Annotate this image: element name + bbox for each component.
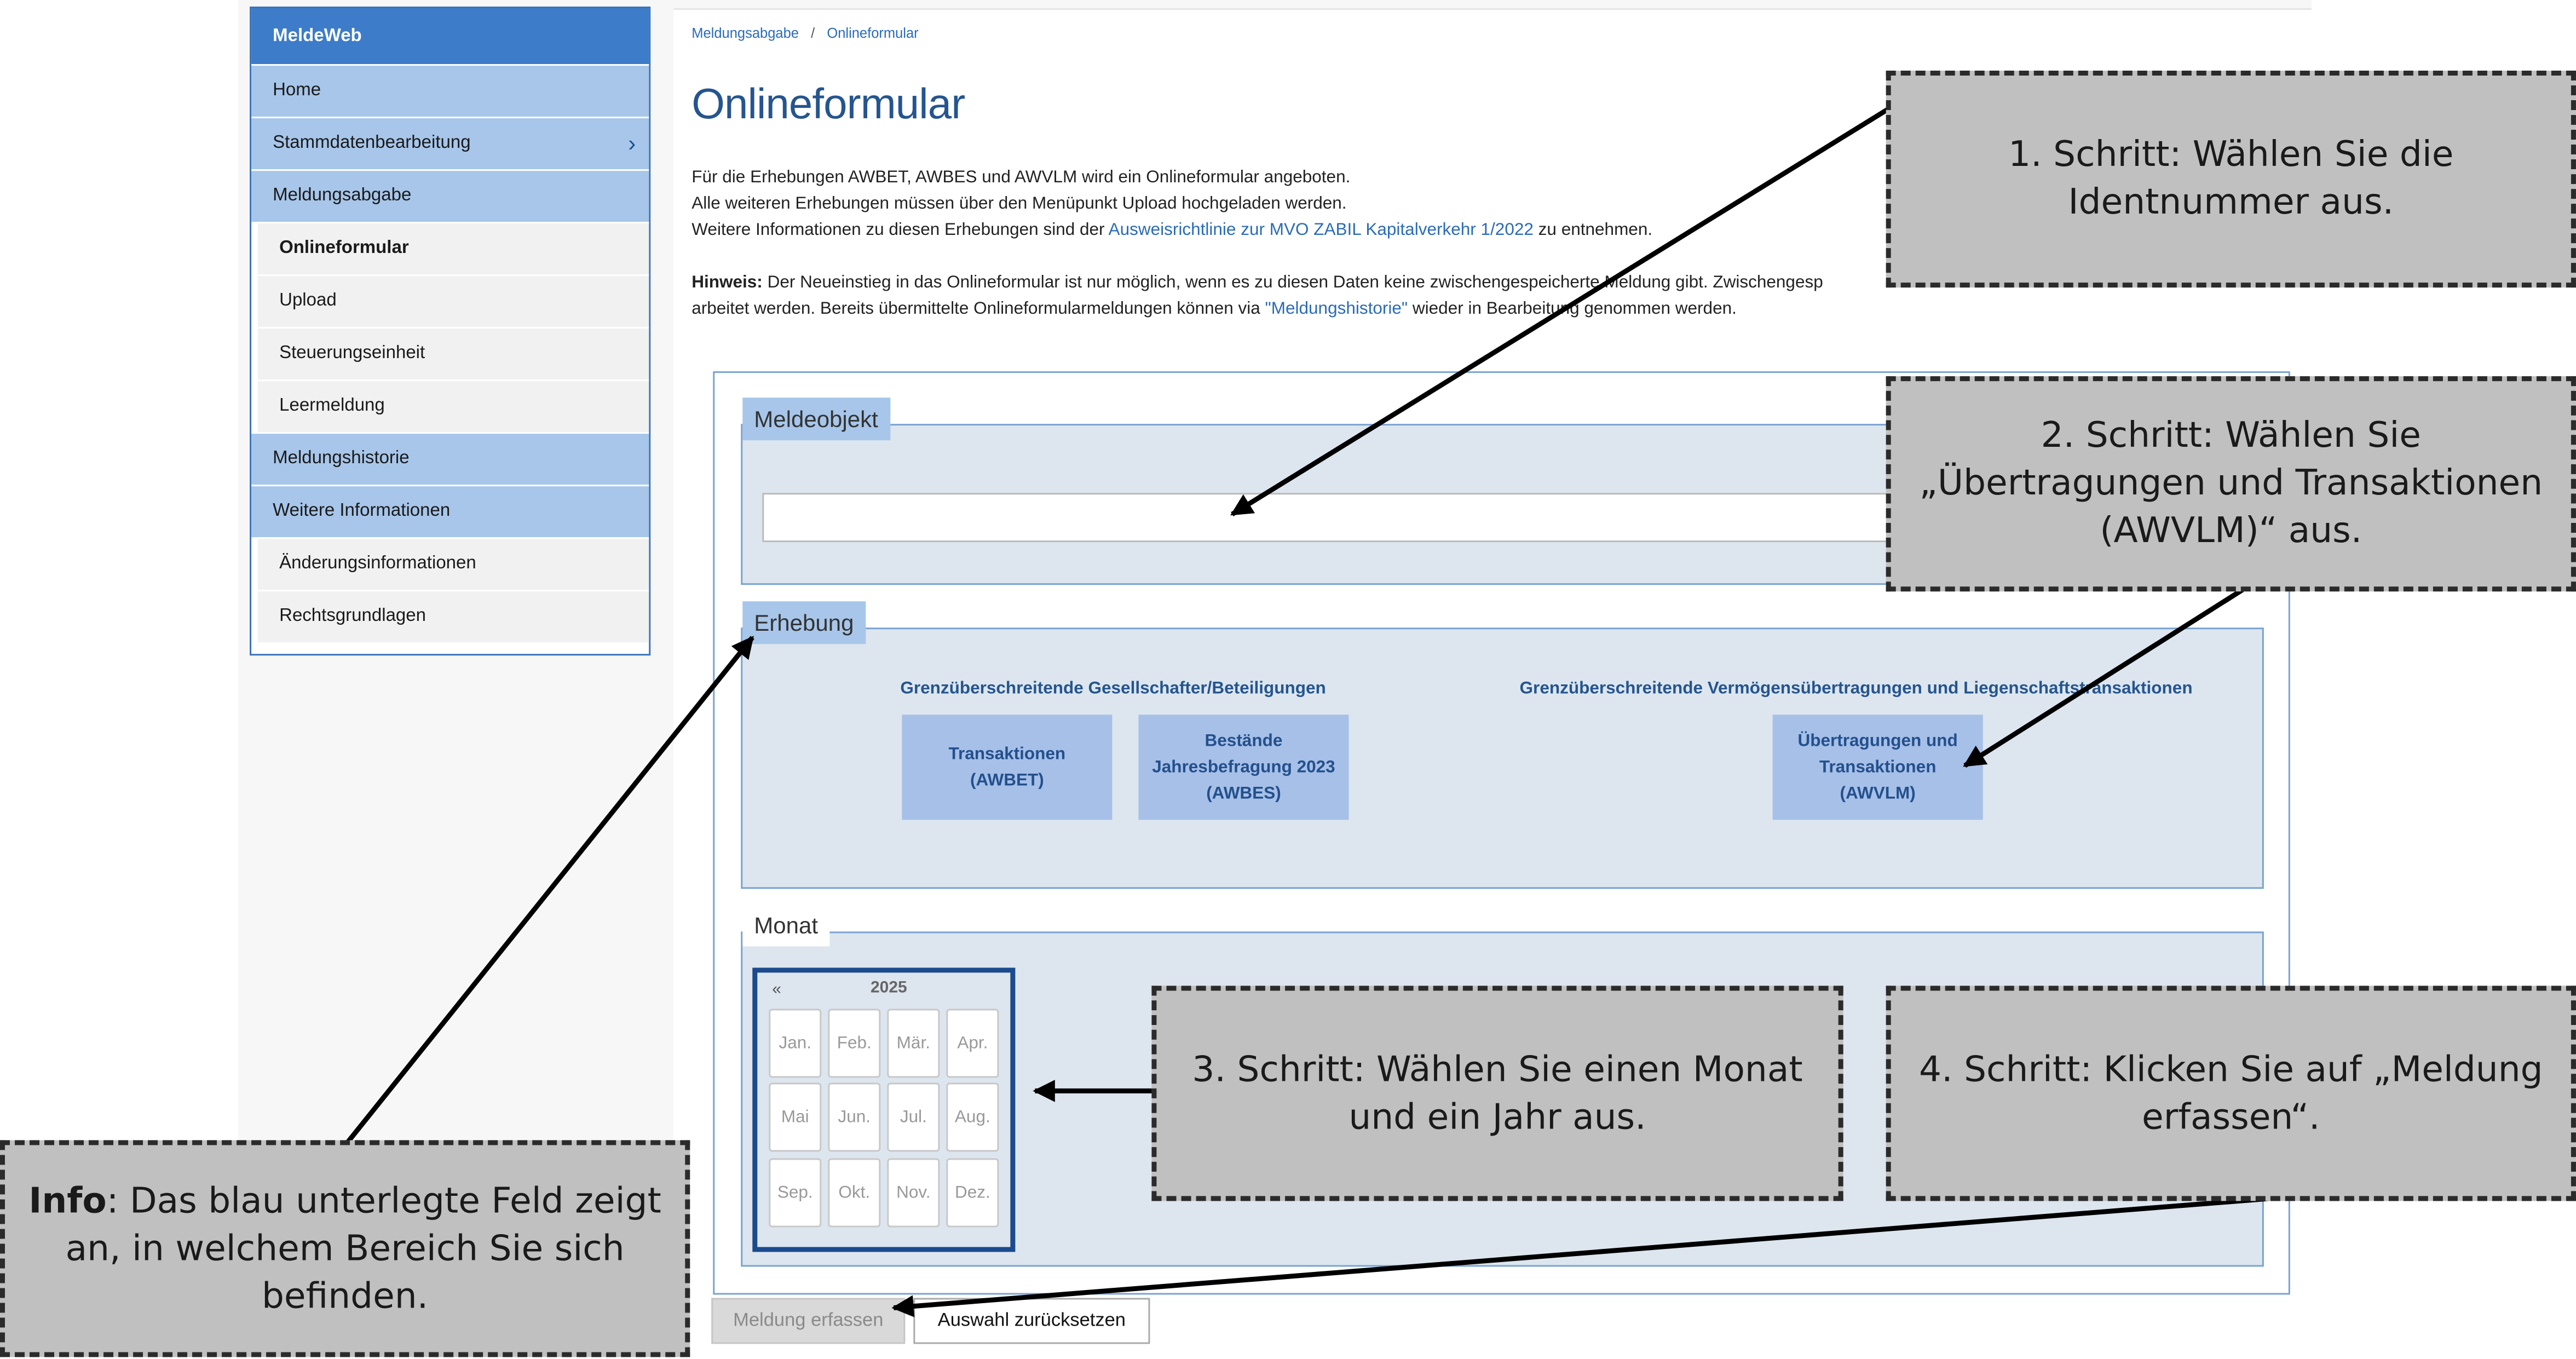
sidebar-item-label: Upload: [279, 291, 337, 311]
page-title: Onlineformular: [691, 79, 965, 129]
month-jul[interactable]: Jul.: [887, 1082, 940, 1152]
sidebar-item-meldungsabgabe[interactable]: Meldungsabgabe: [251, 169, 649, 222]
sidebar-item-label: Steuerungseinheit: [279, 343, 425, 364]
intro-line-3: Weitere Informationen zu diesen Erhebung…: [691, 217, 1652, 243]
breadcrumb-separator: /: [811, 25, 815, 42]
breadcrumb-onlineformular[interactable]: Onlineformular: [827, 25, 919, 42]
sidebar-item-label: Home: [273, 80, 321, 101]
month-nov[interactable]: Nov.: [887, 1158, 940, 1228]
arrow-step2: [1963, 588, 2244, 768]
meldung-erfassen-button[interactable]: Meldung erfassen: [711, 1298, 906, 1344]
meldeobjekt-legend: Meldeobjekt: [742, 398, 890, 441]
callout-text: 1. Schritt: Wählen Sie die Identnummer a…: [2008, 135, 2454, 224]
previous-year-icon[interactable]: «: [772, 981, 781, 999]
sidebar-item-label: Meldungshistorie: [273, 448, 410, 469]
tile-line: Jahresbefragung 2023: [1152, 757, 1335, 778]
arrow-step4: [891, 1195, 2281, 1317]
tile-line: Transaktionen: [948, 744, 1066, 764]
tile-line: (AWVLM): [1840, 784, 1916, 804]
month-mar[interactable]: Mär.: [887, 1009, 940, 1078]
chevron-right-icon: ›: [628, 130, 636, 157]
tile-line: (AWBET): [970, 770, 1044, 791]
sidebar-item-label: Leermeldung: [279, 396, 385, 416]
sidebar-item-label: Rechtsgrundlagen: [279, 606, 427, 626]
callout-step3: 3. Schritt: Wählen Sie einen Monat und e…: [1151, 986, 1843, 1201]
tile-line: (AWBES): [1206, 784, 1281, 804]
arrow-info: [344, 636, 754, 1145]
month-jan[interactable]: Jan.: [769, 1009, 822, 1078]
breadcrumb-meldungsabgabe[interactable]: Meldungsabgabe: [691, 25, 799, 42]
sidebar-item-onlineformular[interactable]: Onlineformular: [258, 222, 649, 275]
callout-text: 4. Schritt: Klicken Sie auf „Meldung erf…: [1919, 1049, 2543, 1138]
month-mai[interactable]: Mai: [769, 1082, 822, 1152]
callout-text: 2. Schritt: Wählen Sie „Übertragungen un…: [1919, 416, 2543, 552]
intro-line-2: Alle weiteren Erhebungen müssen über den…: [691, 194, 1347, 214]
month-apr[interactable]: Apr.: [946, 1009, 999, 1078]
month-dez[interactable]: Dez.: [946, 1158, 999, 1228]
sidebar: MeldeWeb Home Stammdatenbearbeitung › Mel…: [250, 7, 651, 656]
callout-step2: 2. Schritt: Wählen Sie „Übertragungen un…: [1886, 376, 2576, 592]
hint-text: arbeitet werden. Bereits übermittelte On…: [691, 299, 1265, 319]
month-sep[interactable]: Sep.: [769, 1158, 822, 1228]
intro-text: zu entnehmen.: [1533, 220, 1653, 240]
sidebar-item-stammdatenbearbeitung[interactable]: Stammdatenbearbeitung ›: [251, 117, 649, 170]
month-feb[interactable]: Feb.: [828, 1009, 881, 1078]
awbet-button[interactable]: Transaktionen (AWBET): [902, 715, 1113, 820]
tile-line: Übertragungen und: [1797, 731, 1958, 751]
meldungshistorie-link[interactable]: "Meldungshistorie": [1265, 299, 1408, 319]
erhebung-legend: Erhebung: [742, 601, 866, 644]
hint-line-1: Hinweis: Der Neueinstieg in das Onlinefo…: [691, 269, 1823, 296]
sidebar-item-label: Onlineformular: [279, 238, 409, 258]
arrow-step1: [1230, 106, 1891, 517]
sidebar-item-meldungshistorie[interactable]: Meldungshistorie: [251, 432, 649, 485]
callout-info: Info: Das blau unterlegte Feld zeigt an,…: [0, 1140, 690, 1357]
hint-line-2: arbeitet werden. Bereits übermittelte On…: [691, 296, 1737, 322]
sidebar-item-label: Änderungsinformationen: [279, 554, 476, 574]
sidebar-brand[interactable]: MeldeWeb: [251, 8, 649, 65]
hint-text: Der Neueinstieg in das Onlineformular is…: [762, 273, 1823, 293]
group-title-beteiligungen: Grenzüberschreitende Gesellschafter/Bete…: [900, 678, 1326, 699]
monat-legend: Monat: [742, 903, 830, 947]
tile-line: Bestände: [1205, 731, 1283, 751]
intro-text: Weitere Informationen zu diesen Erhebung…: [691, 220, 1109, 240]
calendar-year[interactable]: 2025: [870, 979, 907, 998]
hint-label: Hinweis:: [691, 273, 763, 293]
intro-line-1: Für die Erhebungen AWBET, AWBES und AWVL…: [691, 168, 1351, 188]
sidebar-item-leermeldung[interactable]: Leermeldung: [258, 379, 649, 433]
month-calendar: « 2025 Jan. Feb. Mär. Apr. Mai Jun. Jul.…: [752, 968, 1016, 1252]
sidebar-item-rechtsgrundlagen[interactable]: Rechtsgrundlagen: [258, 590, 649, 643]
sidebar-item-home[interactable]: Home: [251, 64, 649, 117]
month-okt[interactable]: Okt.: [828, 1158, 881, 1228]
sidebar-item-label: Stammdatenbearbeitung: [273, 133, 471, 153]
sidebar-item-aenderungsinformationen[interactable]: Änderungsinformationen: [258, 537, 649, 590]
callout-step4: 4. Schritt: Klicken Sie auf „Meldung erf…: [1886, 986, 2576, 1201]
callout-step1: 1. Schritt: Wählen Sie die Identnummer a…: [1886, 71, 2576, 288]
tile-line: Transaktionen: [1819, 757, 1937, 778]
callout-text: : Das blau unterlegte Feld zeigt an, in …: [65, 1180, 661, 1317]
sidebar-item-upload[interactable]: Upload: [258, 274, 649, 327]
callout-info-label: Info: [28, 1180, 107, 1222]
ausweisrichtlinie-link[interactable]: Ausweisrichtlinie zur MVO ZABIL Kapitalv…: [1108, 220, 1534, 240]
sidebar-item-weitere-informationen[interactable]: Weitere Informationen: [251, 485, 649, 538]
callout-text: 3. Schritt: Wählen Sie einen Monat und e…: [1192, 1049, 1803, 1138]
breadcrumb: Meldungsabgabe / Onlineformular: [691, 25, 926, 41]
sidebar-item-label: Weitere Informationen: [273, 501, 451, 521]
sidebar-item-steuerungseinheit[interactable]: Steuerungseinheit: [258, 327, 649, 380]
sidebar-item-label: Meldungsabgabe: [273, 186, 412, 206]
month-jun[interactable]: Jun.: [828, 1082, 881, 1152]
month-aug[interactable]: Aug.: [946, 1082, 999, 1152]
